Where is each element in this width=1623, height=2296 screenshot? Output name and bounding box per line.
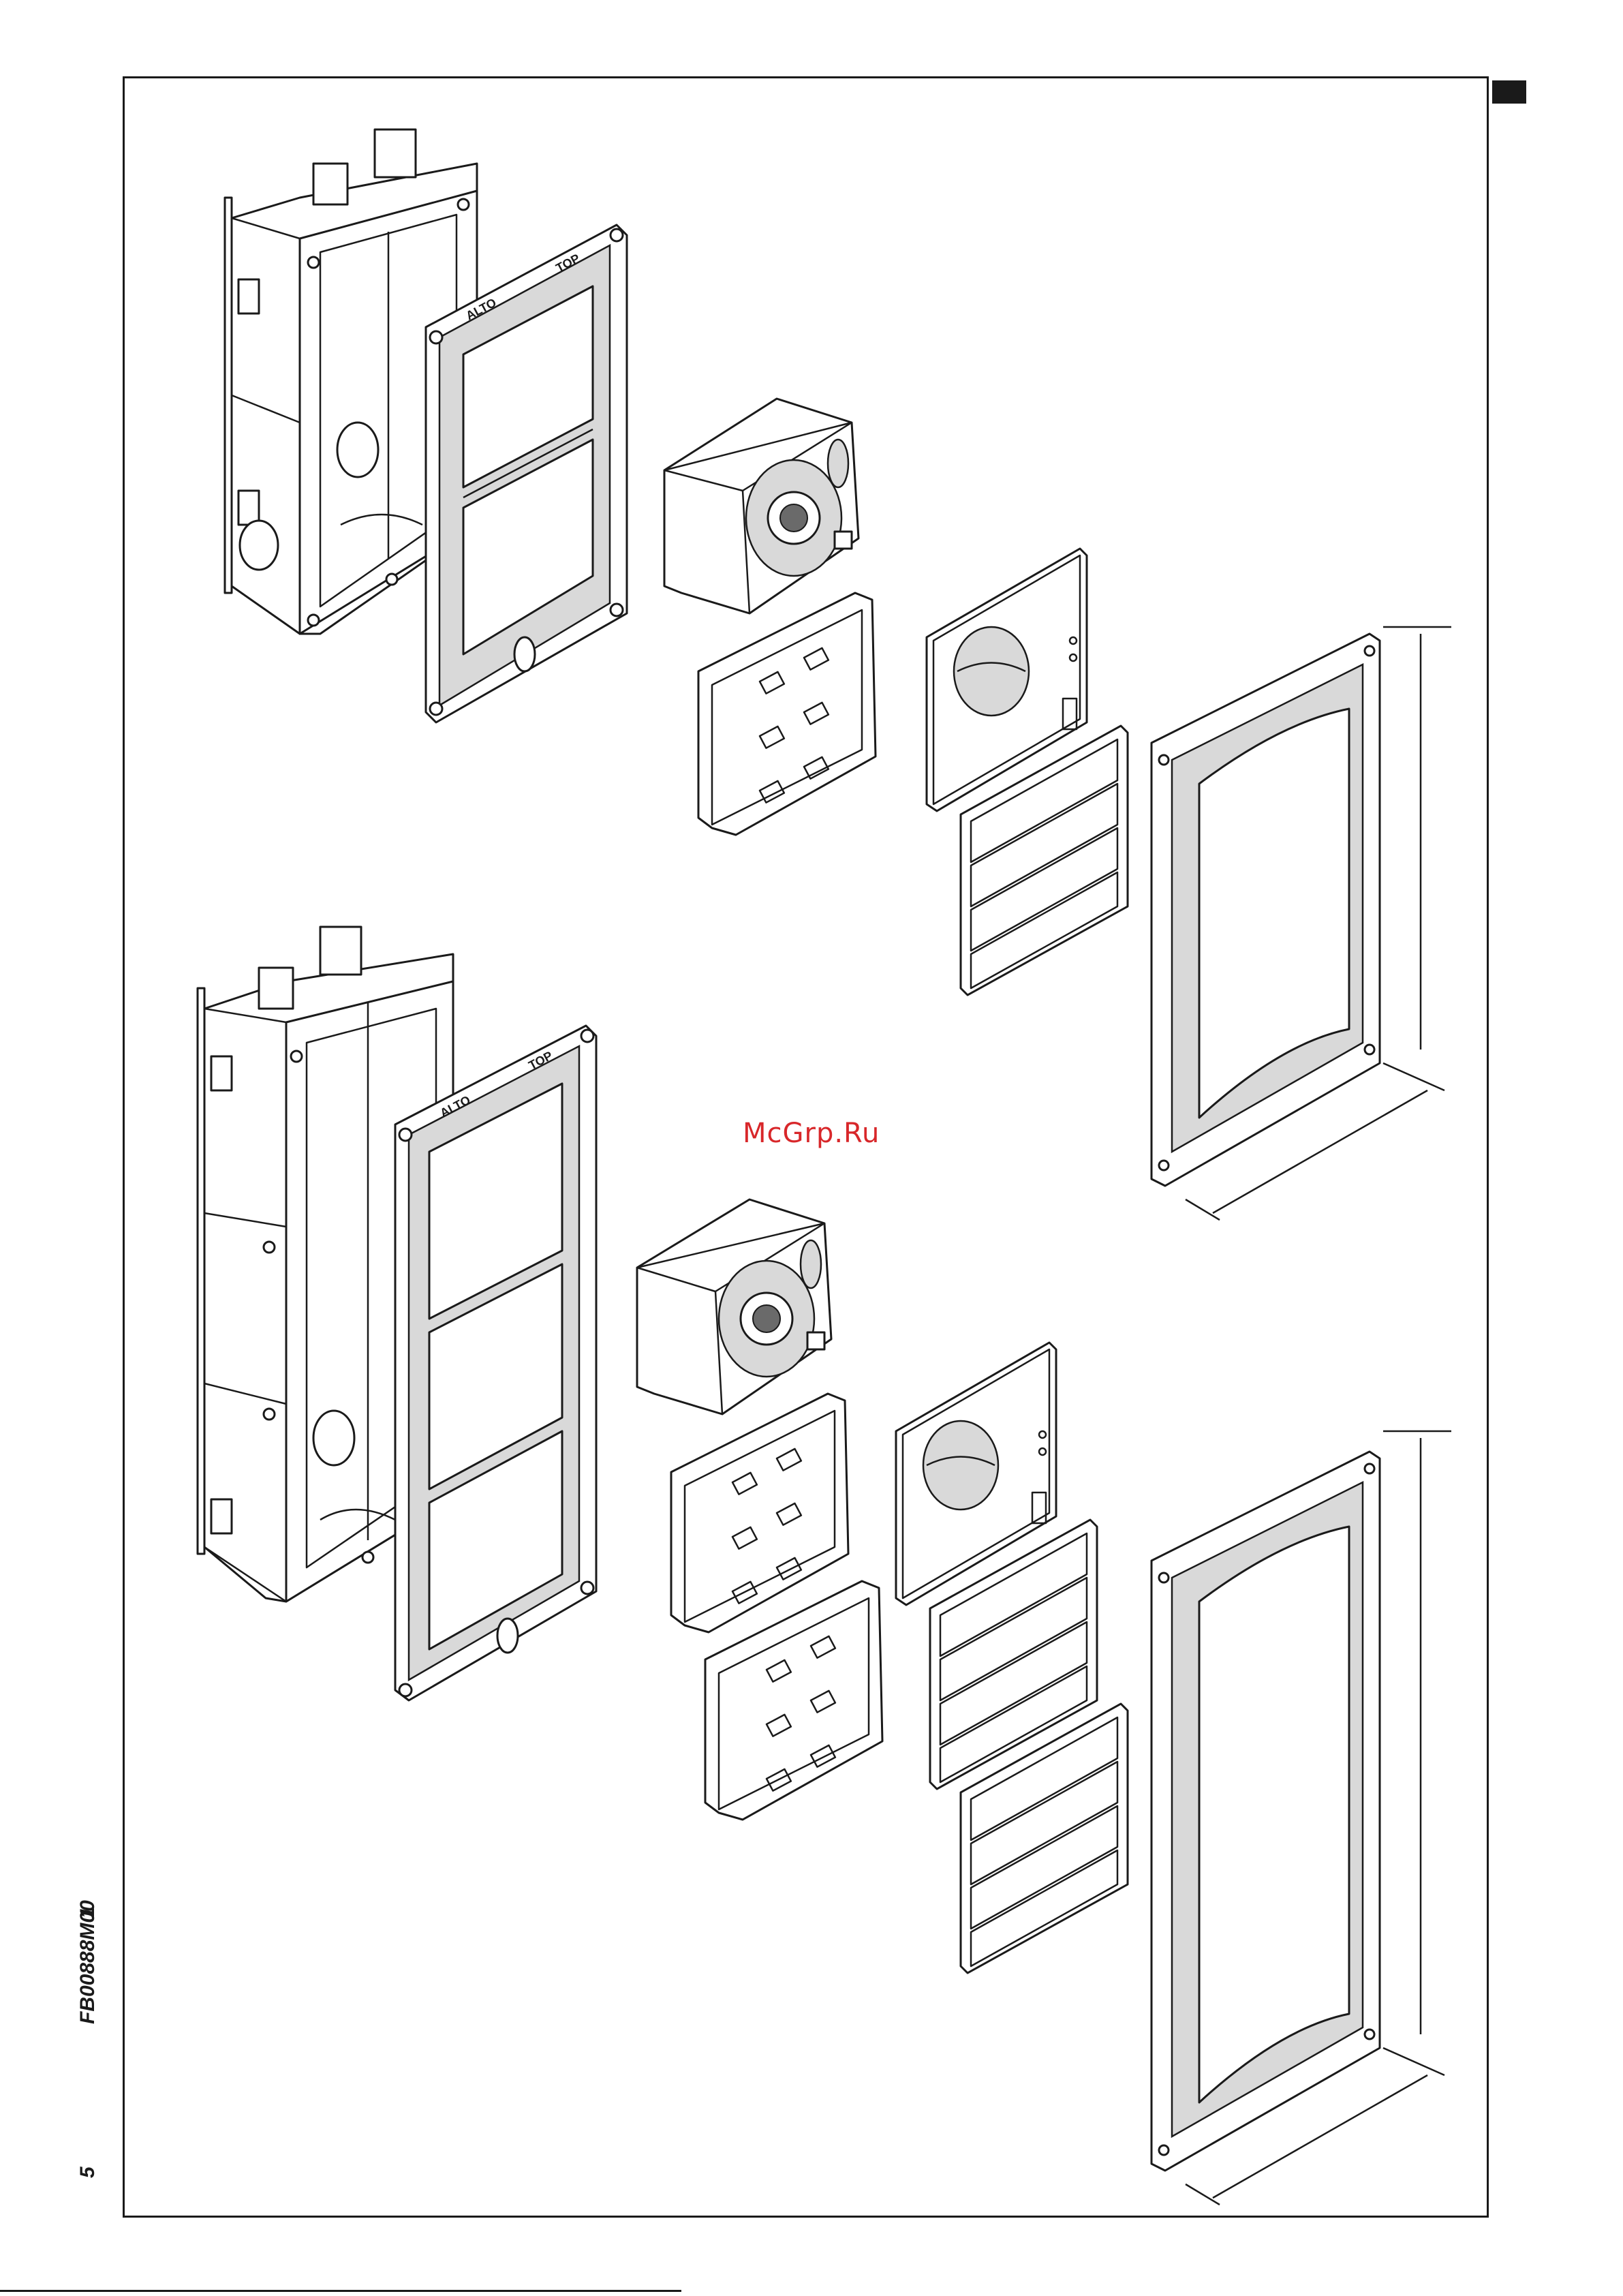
lower-cover-frame (1151, 1431, 1451, 2205)
lower-video-module (637, 1199, 831, 1414)
lower-mounting-frame: ALTO TOP (395, 1026, 596, 1700)
upper-video-module (664, 399, 859, 613)
watermark-text: McGrp.Ru (743, 1118, 880, 1149)
footer-rule (0, 2290, 681, 2292)
document-code: FB00888M00 (76, 1900, 99, 2024)
lower-module-base-1 (671, 1394, 848, 1632)
upper-module-base (698, 593, 876, 835)
page-number: 5 (76, 2167, 99, 2178)
upper-cover-frame (1151, 627, 1451, 1220)
